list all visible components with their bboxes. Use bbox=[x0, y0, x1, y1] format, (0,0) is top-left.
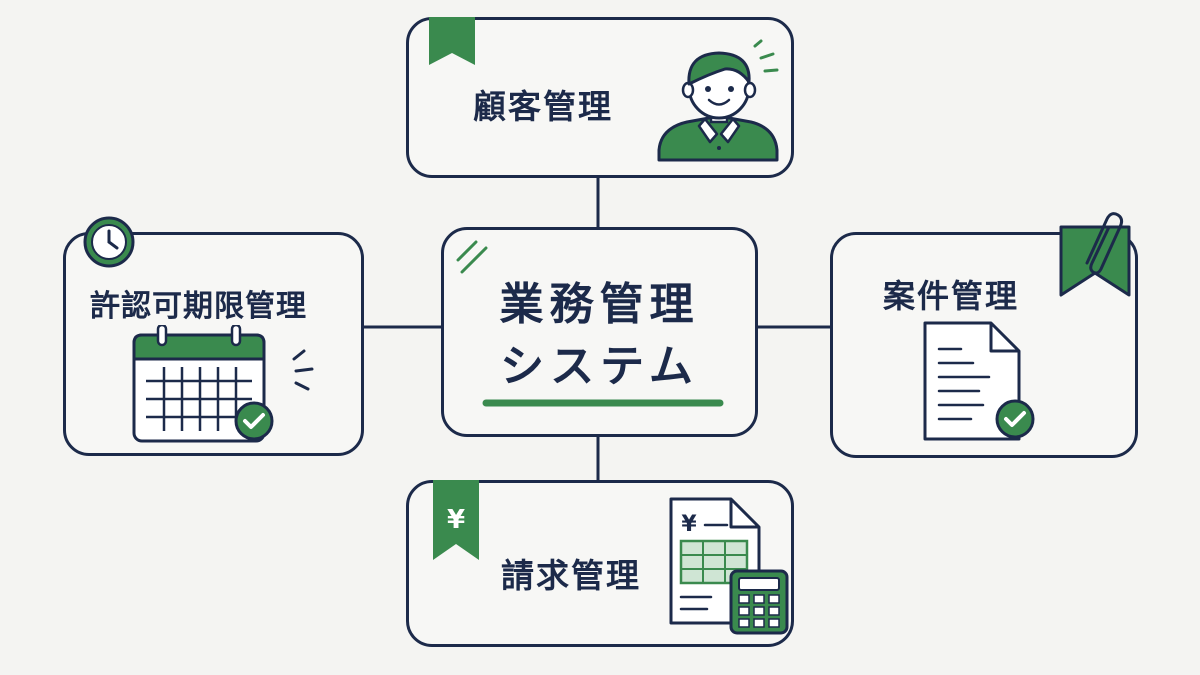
center-title-line2: システム bbox=[500, 341, 699, 392]
accent-slash-icon bbox=[456, 240, 488, 274]
invoice-yen-symbol: ¥ bbox=[681, 512, 697, 537]
calendar-check-icon bbox=[132, 325, 274, 443]
yen-bookmark-symbol: ¥ bbox=[447, 505, 465, 535]
yen-bookmark-icon: ¥ bbox=[433, 480, 479, 560]
license-deadline-card[interactable]: 許認可期限管理 bbox=[63, 216, 364, 456]
bookmark-icon bbox=[429, 17, 475, 65]
document-check-icon bbox=[923, 321, 1035, 441]
project-management-label: 案件管理 bbox=[883, 277, 1020, 315]
clock-icon bbox=[83, 216, 135, 268]
billing-management-label: 請求管理 bbox=[501, 556, 641, 595]
green-underline bbox=[482, 399, 724, 407]
customer-management-card[interactable]: 顧客管理 bbox=[406, 17, 794, 178]
sparkle-lines-icon bbox=[292, 349, 314, 391]
person-icon bbox=[657, 51, 779, 162]
license-deadline-label: 許認可期限管理 bbox=[90, 289, 307, 324]
ribbon-paperclip-icon bbox=[1059, 212, 1131, 297]
billing-management-card[interactable]: ¥ 請求管理 ¥ bbox=[406, 480, 794, 647]
project-management-card[interactable]: 案件管理 bbox=[830, 212, 1138, 458]
center-title-line1: 業務管理 bbox=[499, 279, 700, 330]
sparkle-lines-icon bbox=[753, 39, 779, 73]
customer-management-label: 顧客管理 bbox=[473, 87, 613, 126]
invoice-calculator-icon: ¥ bbox=[669, 497, 789, 635]
business-system-center-card[interactable]: 業務管理 システム bbox=[441, 227, 758, 437]
